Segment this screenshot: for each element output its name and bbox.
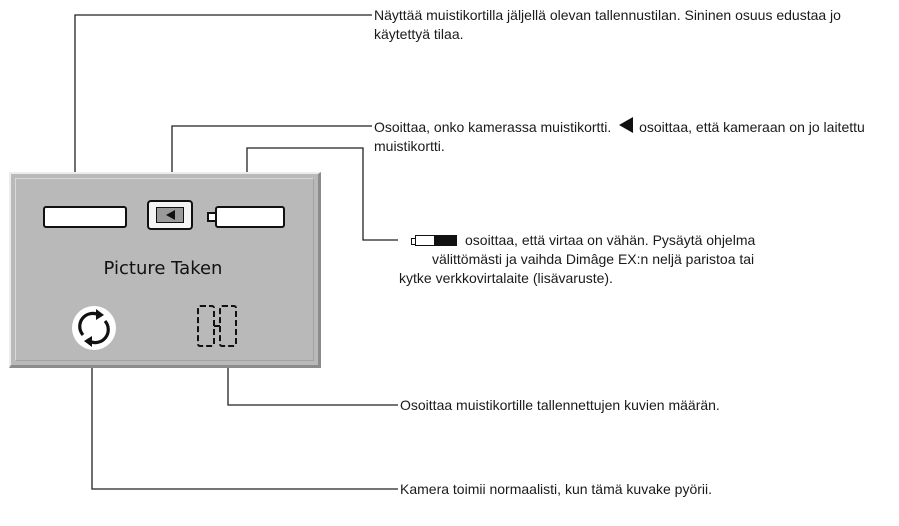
annotation-storage-text: Näyttää muistikortilla jäljellä olevan t… [374,7,841,42]
annotation-counter-text: Osoittaa muistikortille tallennettujen k… [400,397,720,413]
annotation-battery-text-3: kytke verkkovirtalaite (lisävaruste). [399,270,613,286]
annotation-battery-line-3: kytke verkkovirtalaite (lisävaruste). [399,269,879,288]
card-inserted-arrow-icon [166,210,175,220]
annotation-card-text-1: Osoittaa, onko kamerassa muistikortti. [374,119,612,135]
counter-value: 00 [217,332,219,334]
leader-line-rotate [91,355,398,490]
annotation-card: Osoittaa, onko kamerassa muistikortti. o… [374,117,874,156]
annotation-battery-text-2: välittömästi ja vaihda Dimâge EX:n neljä… [432,251,755,267]
annotation-rotate-text: Kamera toimii normaalisti, kun tämä kuva… [400,481,713,497]
leader-line-storage [74,14,372,206]
annotation-battery-line-1: osoittaa, että virtaa on vähän. Pysäytä … [411,231,891,250]
annotation-battery-line-2: välittömästi ja vaihda Dimâge EX:n neljä… [432,250,892,269]
battery-terminal [207,212,215,222]
leader-line-battery [246,147,398,241]
battery-body [215,206,285,228]
panel-bevel [15,178,314,361]
rotating-arrows-icon [72,306,116,350]
status-message: Picture Taken [103,258,223,279]
annotation-battery-text-1: osoittaa, että virtaa on vähän. Pysäytä … [465,232,756,248]
annotation-card-text-2: osoittaa, että kameraan on jo laitettu m… [374,119,865,154]
left-triangle-icon [619,117,634,133]
memory-card-slot-icon [147,200,193,230]
annotation-counter: Osoittaa muistikortille tallennettujen k… [400,396,890,415]
picture-counter-icon: 00 [197,305,237,347]
leader-line-counter [227,355,398,406]
annotation-storage: Näyttää muistikortilla jäljellä olevan t… [374,6,884,44]
battery-icon [207,206,285,228]
memory-card-icon [156,207,184,223]
battery-low-icon [411,235,457,246]
memory-storage-bar-icon [43,206,127,228]
annotation-rotate: Kamera toimii normaalisti, kun tämä kuva… [400,480,890,499]
